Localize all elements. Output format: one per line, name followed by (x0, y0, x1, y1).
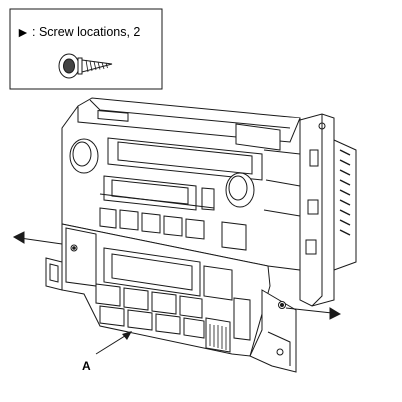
front-panel-a (61, 223, 271, 357)
mounting-brackets (45, 257, 297, 373)
callout-a-label: A (82, 359, 91, 373)
head-unit-upper (61, 97, 301, 271)
legend-box: ► : Screw locations, 2 (9, 8, 163, 90)
screw-icon (58, 53, 113, 79)
legend-marker: ► (16, 24, 30, 40)
screw-location-arrows (12, 231, 342, 320)
legend-text: : Screw locations, 2 (32, 25, 140, 39)
rear-chassis (299, 113, 357, 307)
callout-a: A (82, 331, 132, 373)
